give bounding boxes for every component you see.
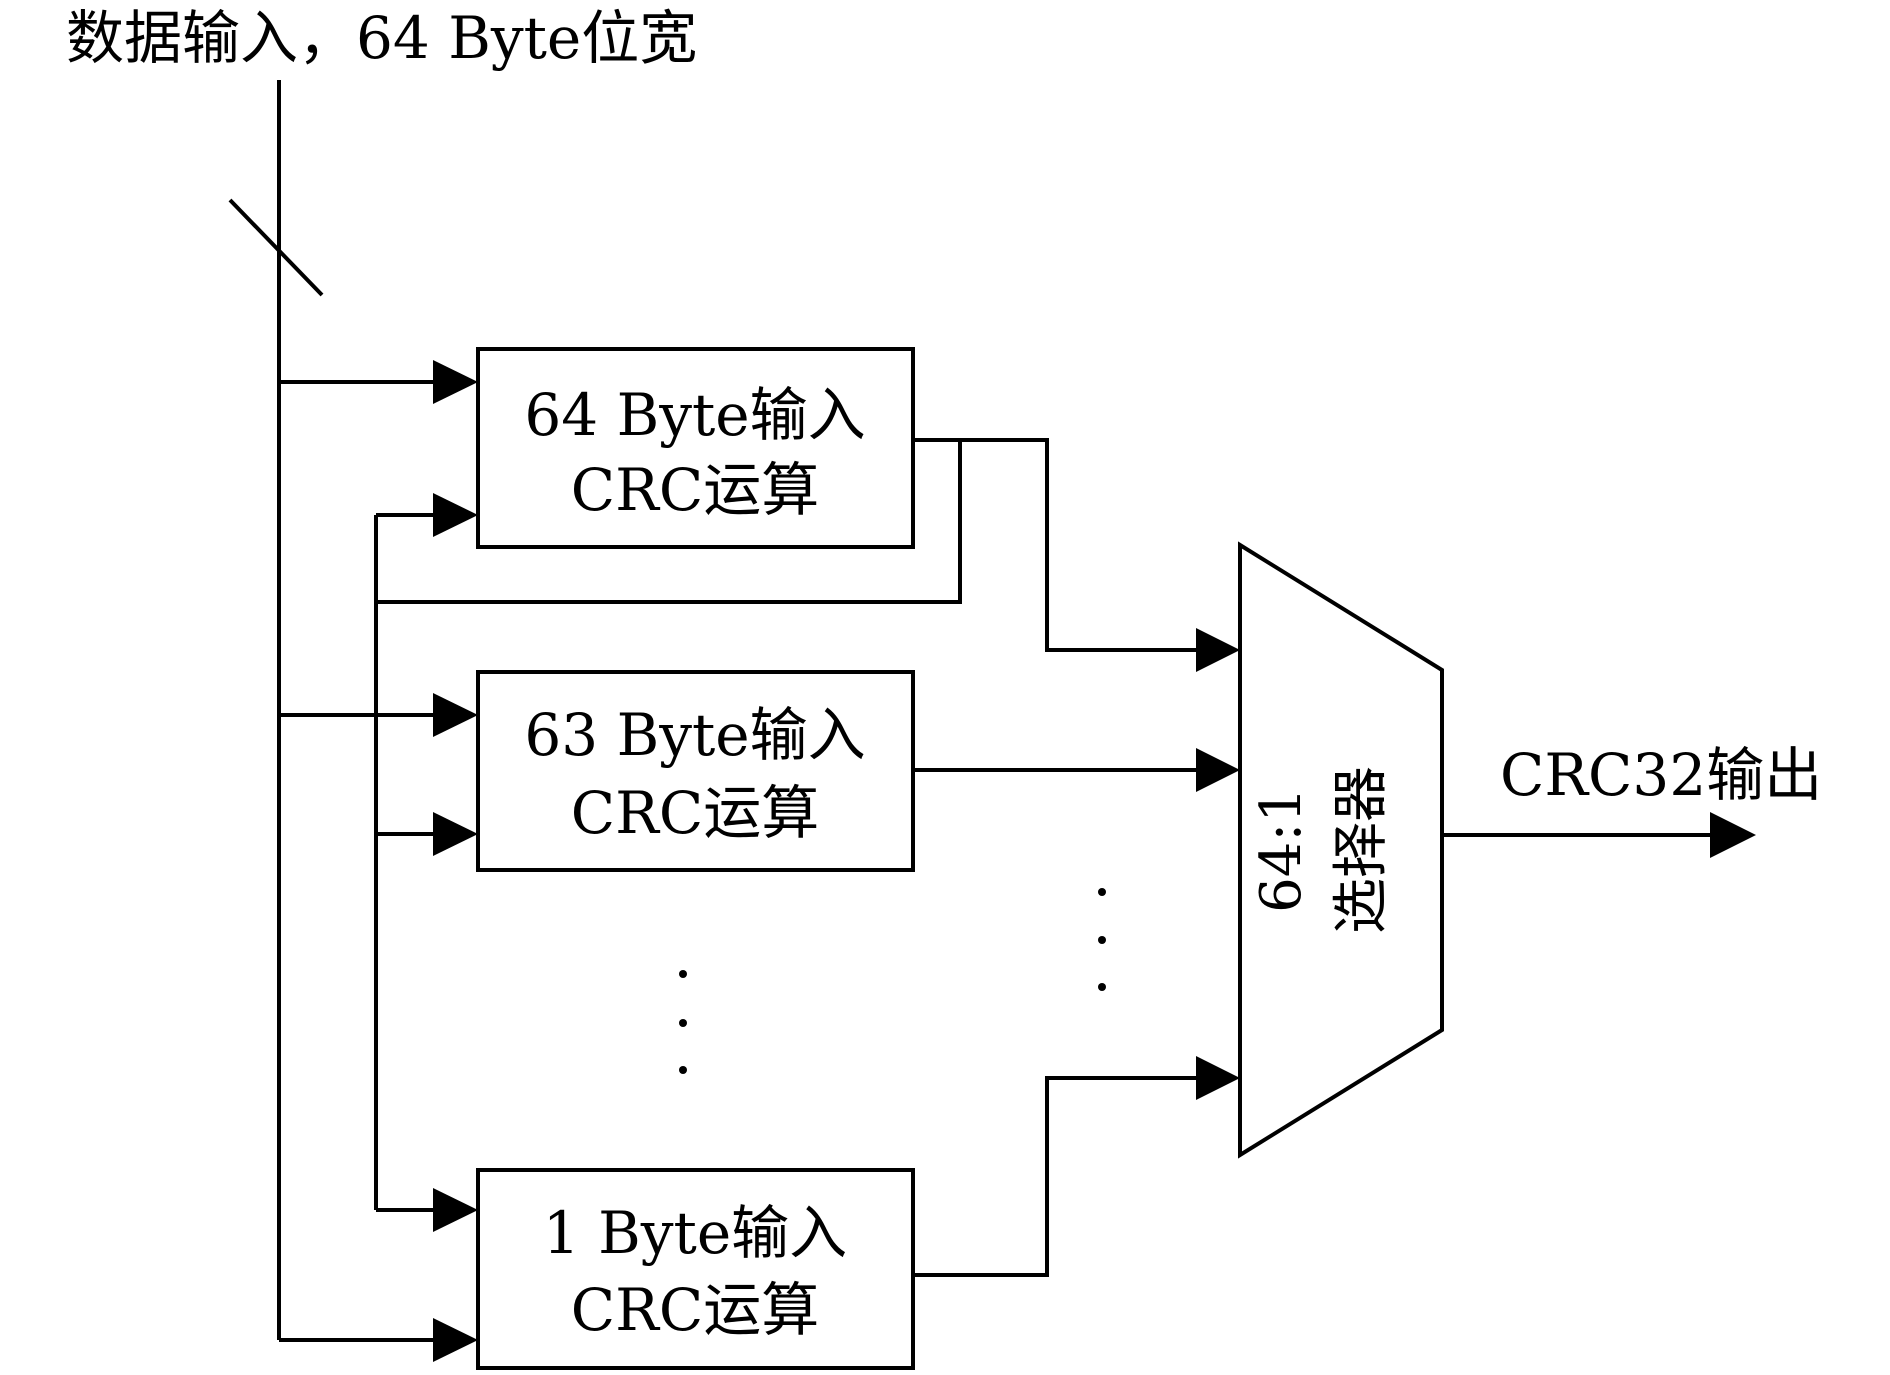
crc-block-1-line2: CRC运算 [571,1276,819,1344]
crc-block-63-line2: CRC运算 [571,779,819,847]
crc-block-64: 64 Byte输入 CRC运算 [476,347,915,549]
output-arrowhead [1710,812,1756,858]
arrowhead [433,360,478,404]
feedback-arrows [376,440,962,1232]
crc-block-63-line1: 63 Byte输入 [524,701,865,769]
arrowhead [433,1188,478,1232]
mux-input-ellipsis [1098,888,1106,991]
arrowhead [1196,748,1240,792]
arrowhead [433,693,478,737]
arrowhead [433,812,478,856]
crc-block-1-line1: 1 Byte输入 [543,1199,847,1267]
output-wire [1442,812,1756,858]
arrowhead [433,493,478,537]
bus-to-block-arrows [279,360,478,1362]
bus-width-slash [228,198,324,297]
crc-block-63: 63 Byte输入 CRC运算 [476,670,915,872]
mux-64-to-1: 64:1 选择器 [1238,541,1444,1159]
input-bus [228,80,324,1340]
block-ellipsis [679,970,687,1074]
input-label: 数据输入，64 Byte位宽 [66,4,697,72]
arrowhead [1196,1056,1240,1100]
arrowhead [433,1318,478,1362]
block-to-mux-wires [913,438,1240,1277]
mux-name-label: 选择器 [1329,766,1394,934]
mux-ratio-label: 64:1 [1249,787,1314,913]
arrowhead [1196,628,1240,672]
output-label: CRC32输出 [1500,741,1822,809]
crc-block-1: 1 Byte输入 CRC运算 [476,1168,915,1370]
crc-block-64-line1: 64 Byte输入 [524,381,865,449]
crc-block-64-line2: CRC运算 [571,456,819,524]
